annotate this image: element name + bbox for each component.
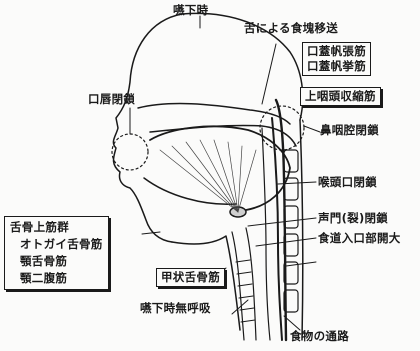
head-outline bbox=[113, 14, 182, 242]
pharynx-wall-inner bbox=[262, 128, 270, 340]
vertebra bbox=[284, 150, 298, 172]
box-suprahyoid-muscles: 舌骨上筋群 オトガイ舌骨筋 顎舌骨筋 顎二腹筋 bbox=[4, 216, 109, 290]
neck-back bbox=[300, 120, 303, 340]
nasal-cavity bbox=[138, 104, 290, 124]
label-tensor-veli-palatini: 口蓋帆張筋 bbox=[307, 44, 366, 59]
label-suprahyoid-group: 舌骨上筋群 bbox=[10, 219, 103, 236]
label-food-passage: 食物の通路 bbox=[290, 330, 349, 343]
label-tongue-bolus-transport: 舌による食塊移送 bbox=[244, 22, 338, 35]
label-glottis-closure: 声門(裂)閉鎖 bbox=[318, 212, 388, 225]
label-levator-veli-palatini: 口蓋帆挙筋 bbox=[307, 59, 366, 74]
label-laryngeal-inlet-closure: 喉頭口閉鎖 bbox=[318, 176, 377, 189]
label-esophageal-opening: 食道入口部開大 bbox=[318, 232, 401, 245]
label-superior-pharyngeal-constrictor: 上咽頭収縮筋 bbox=[300, 87, 381, 106]
label-thyrohyoid: 甲状舌骨筋 bbox=[156, 268, 225, 287]
label-swallowing-apnea: 嚥下時無呼吸 bbox=[140, 302, 211, 315]
label-nasopharynx-closure: 鼻咽腔閉鎖 bbox=[320, 124, 379, 137]
label-lip-closure: 口唇閉鎖 bbox=[88, 93, 135, 106]
label-digastric: 顎二腹筋 bbox=[10, 270, 103, 287]
label-mylohyoid: 顎舌骨筋 bbox=[10, 253, 103, 270]
lip-closure-area bbox=[112, 134, 148, 170]
label-swallowing-moment: 嚥下時 bbox=[173, 4, 208, 17]
label-geniohyoid: オトガイ舌骨筋 bbox=[10, 236, 103, 253]
box-veli-palatini-muscles: 口蓋帆張筋 口蓋帆挙筋 bbox=[302, 42, 371, 76]
